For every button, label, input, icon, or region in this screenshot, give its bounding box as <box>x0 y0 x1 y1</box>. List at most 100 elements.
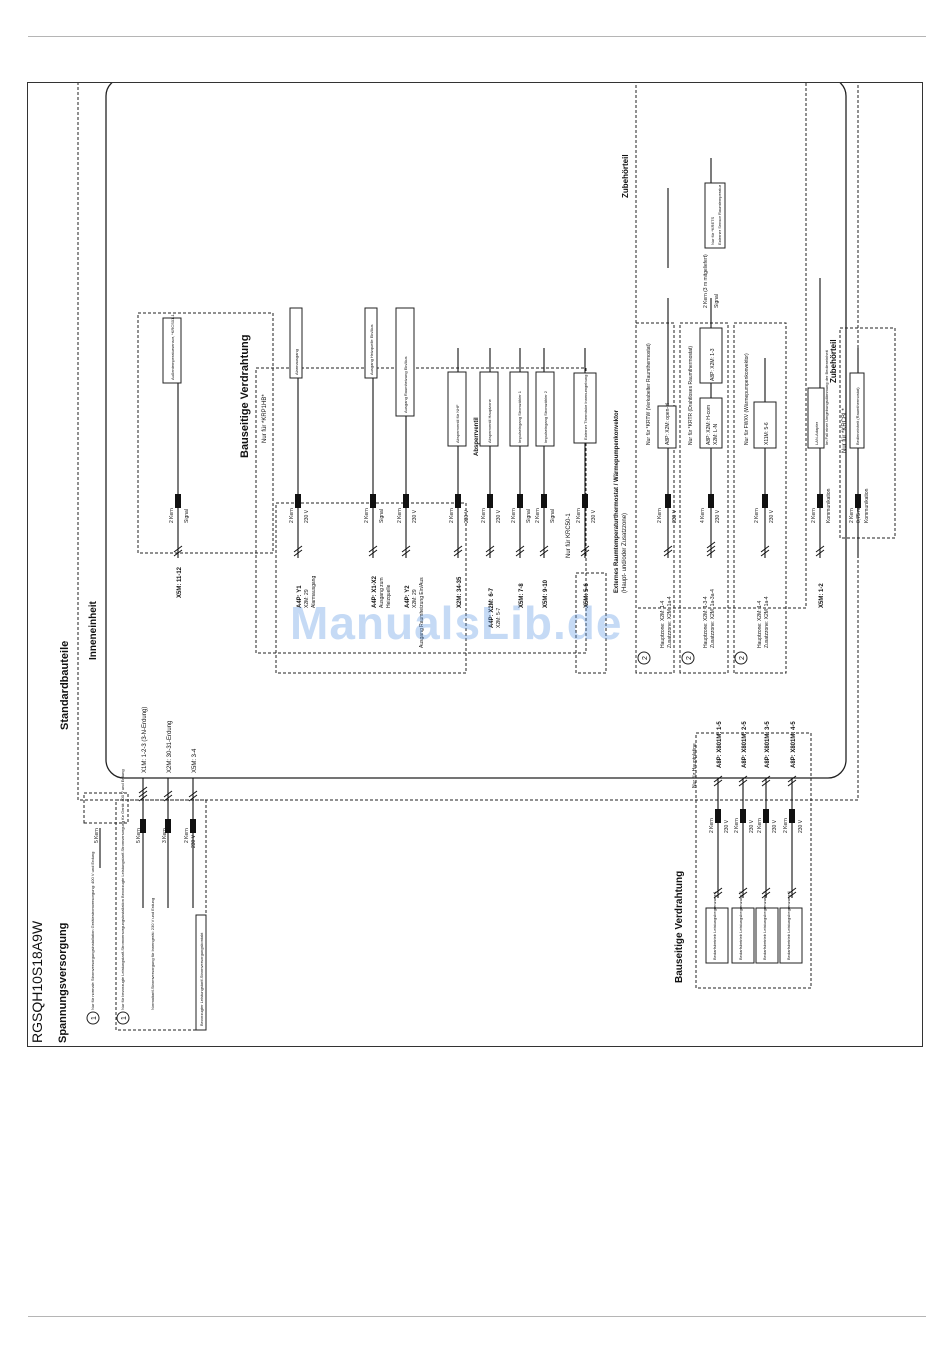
power-cable-2: 5 Kern <box>136 828 142 843</box>
circle-1: 1 <box>91 1016 98 1020</box>
section-field-top: Bauseitige Verdrahtung <box>239 335 251 458</box>
term-top-0: X5M: 11-12 <box>177 566 183 598</box>
term-top-4: X2M: 34-35 <box>457 576 463 608</box>
type-bottom-1: 230 V <box>749 819 755 833</box>
thermo-0-dev: A8P: X2M: open-H <box>665 403 671 445</box>
cable-comm: 2 Kern <box>811 508 817 523</box>
term2-top-1: X2M: 29 <box>304 589 310 608</box>
header-rule <box>28 36 926 37</box>
thermo-1-dev: A8P: X2M: H-com <box>706 405 712 445</box>
term3-top-3: Ausgang Raumheizung Ein/Aus <box>419 577 425 648</box>
rotated-diagram: 1 1 2 2 2 RGSQH10S18A9W Spannungsversorg… <box>28 47 924 1048</box>
term-comm: X5M: 1-2 <box>819 583 825 608</box>
thermo-0-note: Nur für *KRTW (Verkabelter Raumthermosta… <box>646 343 652 445</box>
thermo-1-cable: 4 Kern <box>700 508 706 523</box>
thermostat-box-3 <box>733 322 787 674</box>
watermark: ManualsLib.de <box>290 597 623 649</box>
term-top-8: X5M: 5-6 <box>584 583 590 608</box>
device-demand-4 <box>779 907 803 964</box>
power-cable-4c: 230 V <box>191 834 197 848</box>
ksr-cable: 2 Kern (3 m mitgeliefert) <box>703 254 709 308</box>
type-bottom-2: 230 V <box>772 819 778 833</box>
device-valve-nhf <box>447 371 467 447</box>
device-external-sensor <box>704 182 726 249</box>
circle-2: 1 <box>121 1016 128 1020</box>
device-ksr-board <box>699 327 723 384</box>
type-bottom-0: 230 V <box>724 819 730 833</box>
krcbl-note: Nur für *KRCBL* <box>842 408 848 453</box>
thermo-1-type: 230 V <box>715 509 721 523</box>
type-comm-c: Kommunikation <box>864 488 870 523</box>
thermo-0-cable: 2 Kern <box>657 508 663 523</box>
power-note-2: Nur für bevorzugte Leistungstarif-Stromv… <box>120 769 125 1010</box>
type-comm-b: 0,75 mm² <box>856 502 862 523</box>
type-top-8: 230 V <box>591 509 597 523</box>
dev-top-3: Ausgang Raumheizung Ein/Aus <box>403 357 408 413</box>
cable-bottom-3: 2 Kern <box>783 818 789 833</box>
cable-top-8: 2 Kern <box>576 508 582 523</box>
circle-3: 2 <box>642 656 649 660</box>
thermo-2-term: Hauptzone: X2M: 1-4 <box>757 601 763 648</box>
cable-bottom-1: 2 Kern <box>734 818 740 833</box>
term-top-5: A4P: X2M: 6-7 <box>489 587 495 628</box>
power-cable-1: 5 Kern <box>94 828 100 843</box>
dev-top-8: Externer Thermistor Innenumgebung <box>583 375 588 440</box>
term-bottom-0: A8P: X801M: 1-5 <box>717 721 723 768</box>
dev-control: Bedieneinheit (Raumthermostat) <box>855 387 860 445</box>
circle-5: 2 <box>739 656 746 660</box>
cable-top-7: 2 Kern <box>535 508 541 523</box>
power-note-1: Nur für normale Stromversorgungsinstalla… <box>90 852 95 1010</box>
device-space-heating <box>395 307 415 417</box>
power-cable-3: 3 Kern <box>162 828 168 843</box>
section-accessory-small: Zubehörteil <box>829 339 838 383</box>
type-top-1: 230 V <box>304 509 310 523</box>
type-top-0: Signal <box>184 509 190 523</box>
device-ext-thermistor <box>573 372 597 444</box>
dev-bottom-0: Bedarfsbetrieb Leistungsbegrenzung 1 <box>712 891 717 960</box>
dev-top-5: Absperrventil Hauptzone <box>487 398 492 443</box>
dev-ksr: Nur für *KRETS <box>710 216 715 245</box>
section-standard: Standardbauteile <box>59 641 71 730</box>
dev-bottom-3: Bedarfsbetrieb Leistungsbegrenzung 4 <box>786 891 791 960</box>
dev-top-4: Absperrventil für NHF <box>455 404 460 443</box>
device-meter-1 <box>509 371 529 447</box>
thermo-2-cable: 2 Kern <box>754 508 760 523</box>
cable-top-3: 2 Kern <box>397 508 403 523</box>
dev-ksr-2: Externer Sensor Raumtemperatur <box>717 184 722 245</box>
term-top-1: A4P: Y1 <box>297 585 303 608</box>
cable-bottom-0: 2 Kern <box>709 818 715 833</box>
dev-lan: LAN-Adapter <box>814 421 819 445</box>
cable-top-5: 2 Kern <box>481 508 487 523</box>
device-demand-1 <box>705 907 729 964</box>
term-top-7: X5M: 9-10 <box>543 579 549 608</box>
term-bottom-1: A8P: X801M: 2-5 <box>742 721 748 768</box>
dev-top-7: Impulseingang Stromzähler 2 <box>543 390 548 443</box>
device-meter-2 <box>535 371 555 447</box>
device-thermostat-wireless <box>699 397 723 449</box>
field-wiring-bottom-box <box>695 732 812 989</box>
section-supply: Spannungsversorgung <box>57 923 69 1043</box>
term-top-2: A4P: X1-X2 <box>372 575 378 608</box>
section-field-bottom: Bauseitige Verdrahtung <box>674 871 685 983</box>
device-valve-main <box>479 371 499 447</box>
term3-top-1: Alarmausgang <box>311 576 317 608</box>
device-convector <box>753 401 777 449</box>
terminal-x2m: X2M: 30-31-Erdung <box>167 721 173 773</box>
cable-top-4: 2 Kern <box>449 508 455 523</box>
terminal-x1m: X1M: 1-2-3 (3-N-Erdung) <box>142 707 148 773</box>
krc-box <box>575 572 607 674</box>
device-lan-adapter <box>807 387 825 449</box>
term-bottom-2: A8P: X801M: 3-5 <box>765 721 771 768</box>
cable-top-0: 2 Kern <box>169 508 175 523</box>
standard-components-box <box>77 74 859 801</box>
thermostat-box-2 <box>679 322 729 674</box>
ext-thermostat: Externes Raumtemperaturthermostat / Wärm… <box>614 409 620 593</box>
ksr-label: A8P: X2M: 1-3 <box>710 348 716 381</box>
thermo-2-dev: X11M: 5-6 <box>764 422 770 445</box>
power-supply-box <box>83 792 129 824</box>
dev-top-6: Impulseingang Stromzähler 1 <box>517 390 522 443</box>
thermo-0-term2: Zusatzzone: X2M: 1a-4 <box>667 596 673 648</box>
device-demand-3 <box>755 907 779 964</box>
ksr-type: Signal <box>714 294 720 308</box>
term-bottom-3: A8P: X801M: 4-5 <box>791 721 797 768</box>
